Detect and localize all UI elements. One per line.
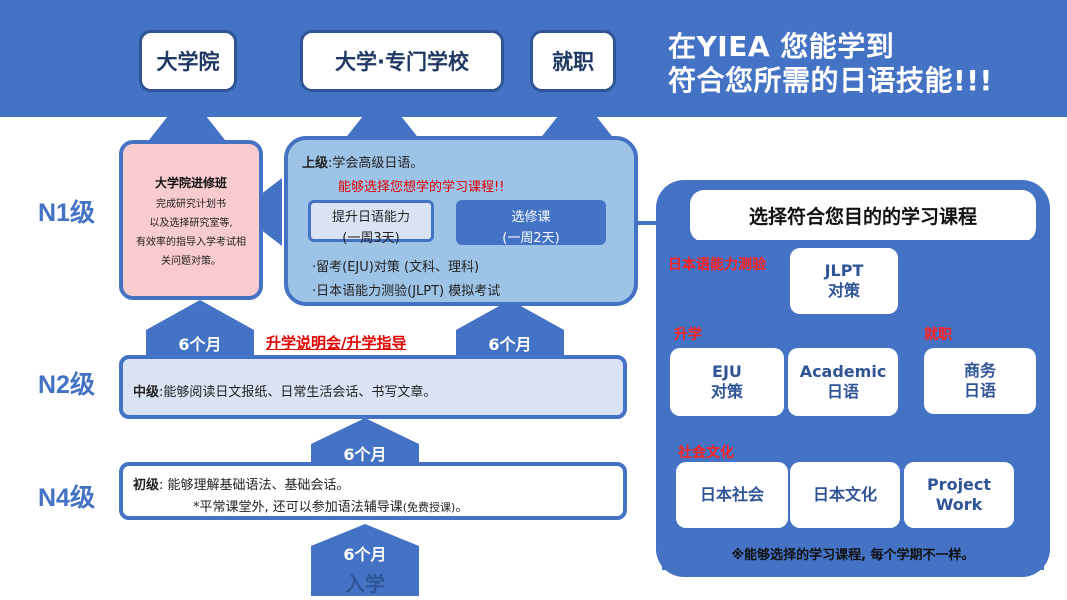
beginner-box: 初级: 能够理解基础语法、基础会话。 *平常课堂外, 还可以参加语法辅导课(免费… — [119, 462, 627, 520]
beginner-note-main: *平常课堂外, 还可以参加语法辅导课 — [193, 500, 403, 515]
tile-eju-line2: 对策 — [710, 382, 743, 401]
tile-eju-line1: EJU — [712, 362, 742, 381]
advanced-text: :学会高级日语。 — [328, 156, 424, 171]
courses-footnote: ※能够选择的学习课程, 每个学期不一样。 — [731, 548, 975, 563]
course-japanese-skill-freq: (一周3天) — [342, 231, 400, 246]
arrow-to-employment — [539, 92, 615, 140]
destination-university: 大学·专门学校 — [300, 30, 504, 92]
guidance-label: 升学说明会/升学指导 — [266, 334, 407, 352]
six-months-label: 6个月 — [343, 445, 387, 464]
advanced-bullet-eju: ·留考(EJU)对策 (文科、理科) — [312, 260, 480, 275]
advanced-box: 上级:学会高级日语。 能够选择您想学的学习课程!! 提升日语能力 (一周3天) … — [284, 136, 638, 306]
six-months-label: 6个月 — [343, 545, 387, 564]
tile-society-label: 日本社会 — [699, 485, 764, 504]
beginner-note-small: (免费授课) — [402, 501, 456, 514]
headline-line1: 在YIEA 您能学到 — [668, 30, 895, 63]
level-n1: N1级 — [38, 199, 95, 227]
course-electives: 选修课 (一周2天) — [456, 200, 606, 246]
intermediate-desc: 中级:能够阅读日文报纸、日常生活会话、书写文章。 — [133, 381, 436, 400]
graduate-course-title: 大学院进修班 — [154, 176, 227, 190]
graduate-course-line: 完成研究计划书 — [156, 199, 226, 210]
six-months-label: 6个月 — [488, 335, 532, 354]
advanced-desc: 上级:学会高级日语。 — [302, 152, 423, 171]
tile-jlpt-line1: JLPT — [824, 261, 864, 280]
course-electives-freq: (一周2天) — [502, 231, 560, 246]
beginner-note-end: 。 — [455, 500, 469, 515]
graduate-course-line: 关问题对策。 — [161, 256, 221, 267]
tile-project-line2: Work — [935, 495, 983, 514]
level-n4: N4级 — [38, 484, 95, 512]
arrow-n2-to-n1-right — [456, 300, 564, 355]
tile-project-line1: Project — [926, 475, 992, 494]
courses-title: 选择符合您目的的学习课程 — [748, 206, 977, 228]
beginner-note: *平常课堂外, 还可以参加语法辅导课(免费授课)。 — [193, 496, 468, 515]
arrow-n2-to-n1-left — [146, 300, 254, 355]
arrow-entrance — [311, 524, 419, 596]
tile-society: 日本社会 — [676, 462, 788, 528]
tile-business-line1: 商务 — [963, 361, 996, 380]
graduate-course-line: 以及选择研究室等, — [149, 218, 233, 229]
tile-jlpt-line2: 对策 — [827, 281, 860, 300]
beginner-text: : 能够理解基础语法、基础会话。 — [159, 478, 350, 493]
arrow-to-graduate — [149, 92, 225, 140]
category-employment: 就职 — [924, 327, 952, 343]
graduate-course-line: 有效率的指导入学考试相 — [136, 237, 246, 248]
graduate-course-box: 大学院进修班 完成研究计划书 以及选择研究室等, 有效率的指导入学考试相 关问题… — [119, 140, 263, 300]
tile-business: 商务日语 — [924, 348, 1036, 414]
entrance-label: 入学 — [345, 572, 385, 596]
tile-academic-line1: Academic — [799, 362, 887, 381]
courses-title-bar — [690, 190, 1036, 242]
course-japanese-skill: 提升日语能力 (一周3天) — [308, 200, 434, 246]
tile-academic-line2: 日语 — [826, 382, 859, 401]
category-culture: 社会文化 — [678, 445, 734, 461]
level-n2: N2级 — [38, 371, 95, 399]
destination-graduate: 大学院 — [139, 30, 237, 92]
tile-culture-label: 日本文化 — [812, 485, 877, 504]
advanced-highlight: 能够选择您想学的学习课程!! — [338, 180, 505, 195]
tile-culture: 日本文化 — [790, 462, 900, 528]
category-jlpt: 日本语能力测验 — [668, 257, 766, 273]
arrow-n4-to-n2 — [311, 418, 419, 462]
category-university: 升学 — [674, 327, 702, 343]
headline: 在YIEA 您能学到 符合您所需的日语技能!!! — [668, 30, 1058, 98]
beginner-desc: 初级: 能够理解基础语法、基础会话。 — [133, 474, 350, 493]
destination-employment: 就职 — [530, 30, 616, 92]
tile-business-line2: 日语 — [963, 381, 996, 400]
six-months-label: 6个月 — [178, 335, 222, 354]
headline-line2: 符合您所需的日语技能!!! — [668, 64, 993, 97]
advanced-label: 上级 — [302, 156, 329, 171]
advanced-bullet-jlpt: ·日本语能力测验(JLPT) 模拟考试 — [312, 284, 501, 299]
course-electives-name: 选修课 — [511, 210, 551, 225]
intermediate-label: 中级 — [133, 385, 160, 400]
intermediate-text: :能够阅读日文报纸、日常生活会话、书写文章。 — [159, 385, 437, 400]
arrow-to-university — [344, 92, 420, 140]
beginner-label: 初级 — [133, 478, 160, 493]
course-japanese-skill-name: 提升日语能力 — [331, 210, 410, 225]
intermediate-box: 中级:能够阅读日文报纸、日常生活会话、书写文章。 — [119, 355, 627, 419]
